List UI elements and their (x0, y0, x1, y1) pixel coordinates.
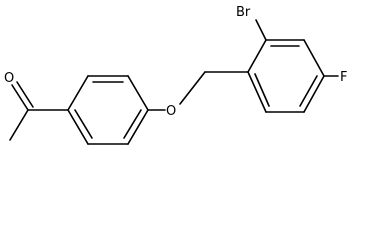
methyl-bond (9, 109, 29, 141)
benzene-ring-1 (67, 75, 149, 145)
carbonyl-double-bond-a (11, 84, 29, 111)
carbonyl-oxygen-label: O (4, 71, 14, 86)
fluorine-label: F (340, 70, 347, 85)
bromine-label: Br (236, 5, 251, 20)
benzene-ring-2 (247, 39, 325, 113)
bromine-bond (255, 19, 267, 41)
carbonyl-double-bond-b (16, 81, 34, 108)
molecule-structure-svg: O O Br F (4, 5, 347, 145)
ether-oxygen-label: O (166, 104, 176, 119)
structure-canvas: O O Br F (4, 5, 348, 145)
ether-methylene-bond (179, 71, 206, 105)
